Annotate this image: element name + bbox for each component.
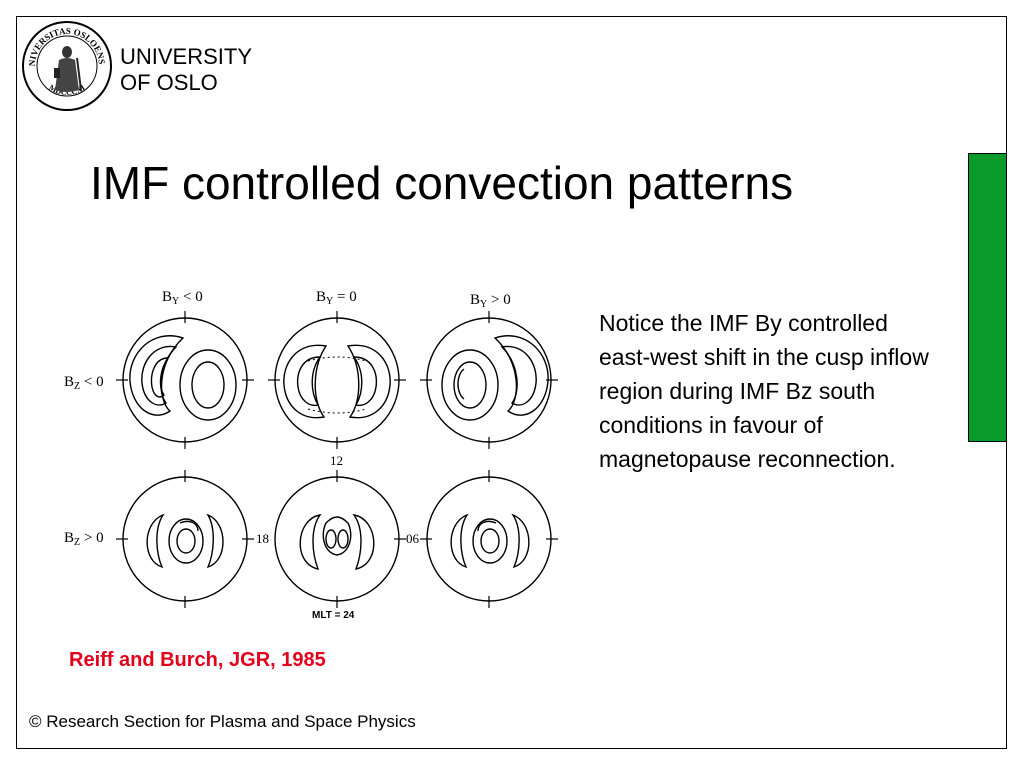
col-label-by-pos: BY > 0: [470, 292, 511, 310]
mlt-label-12: 12: [330, 453, 343, 468]
university-seal-icon: UNIVERSITAS OSLOENSIS MDCCCXI: [21, 20, 112, 111]
col-label-by-neg: BY < 0: [162, 289, 203, 307]
convection-figure: BY < 0 BY = 0 BY > 0 BZ < 0 BZ > 0 12 18…: [64, 289, 558, 621]
row-label-bz-pos: BZ > 0: [64, 530, 104, 548]
mlt-label-18: 18: [256, 531, 269, 546]
institution-name: UNIVERSITY OF OSLO: [120, 44, 252, 96]
page-title: IMF controlled convection patterns: [90, 157, 794, 209]
mlt-label-06: 06: [406, 531, 420, 546]
institution-line-1: UNIVERSITY: [120, 44, 253, 69]
institution-line-2: OF OSLO: [120, 70, 218, 95]
col-label-by-zero: BY = 0: [316, 289, 357, 307]
citation: Reiff and Burch, JGR, 1985: [69, 649, 326, 671]
row-label-bz-neg: BZ < 0: [64, 374, 104, 392]
accent-tab: [968, 153, 1007, 442]
notice-text: Notice the IMF By controlled east-west s…: [599, 310, 929, 472]
mlt-label-24: MLT = 24: [312, 610, 355, 621]
footer-copyright: © Research Section for Plasma and Space …: [29, 712, 416, 731]
